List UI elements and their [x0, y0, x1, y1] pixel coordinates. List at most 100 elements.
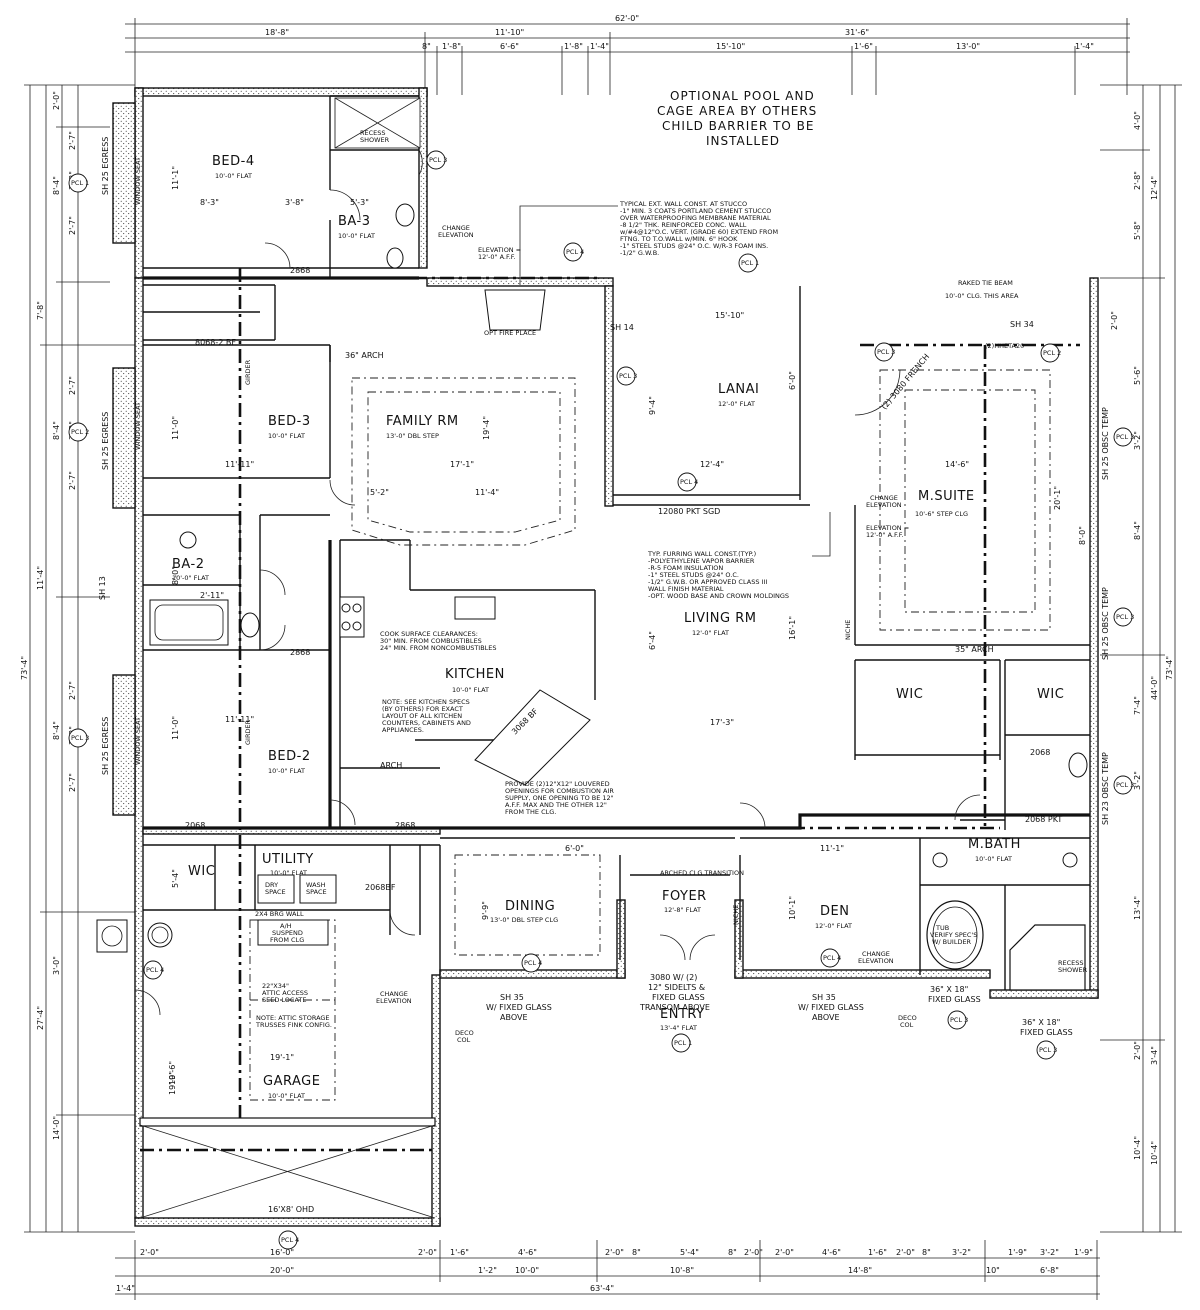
dim-left4-3: 2'-7" [68, 376, 77, 395]
wall-2x4: 2X4 BRG WALL [255, 910, 304, 918]
louver-0: PROVIDE (2)12"X12" LOUVERED [505, 780, 610, 788]
elevation-notes: ELEVATION = 12'-0" A.F.F. CHANGE ELEVATI… [376, 224, 909, 1005]
window-seat-2: WINDOW SEAT [134, 402, 142, 450]
girder-2: GIRDER [244, 719, 252, 745]
dim-bot-9: 2'-0" [744, 1248, 763, 1257]
obsc-2: SH 25 OBSC TEMP [1101, 587, 1110, 660]
furring-2: -R-5 FOAM INSULATION [648, 564, 723, 572]
svg-text:PCL 4: PCL 4 [823, 954, 841, 962]
ah-1: SUSPEND [272, 929, 303, 937]
room-ba3-name: BA-3 [338, 214, 371, 229]
door-swings [134, 149, 981, 1016]
tag-7: PCL 3 [1113, 427, 1134, 447]
svg-text:PCL 1: PCL 1 [674, 1039, 692, 1047]
cook-note: COOK SURFACE CLEARANCES: 30" MIN. FROM C… [380, 630, 497, 652]
dim-bot-18: 1'-9" [1074, 1248, 1093, 1257]
garage-door [139, 1117, 436, 1219]
room-foyer-name: FOYER [662, 889, 707, 904]
entry-door-3: TRANSOM ABOVE [639, 1003, 710, 1012]
fg-right-0: SH 35 [812, 993, 836, 1002]
svg-text:PCL 1: PCL 1 [71, 179, 89, 187]
room-entry-ceiling: 13'-4" FLAT [660, 1024, 697, 1032]
door-code-8: 2868 [395, 821, 415, 830]
bed3-width: 11'-0" [171, 416, 180, 440]
chg-elev-ms-0: CHANGE [870, 494, 898, 502]
shower-b4-1: SHOWER [360, 136, 390, 144]
svg-text:PCL 3: PCL 3 [71, 734, 89, 742]
room-mbath-name: M.BATH [968, 837, 1021, 852]
dim-top-2: 11'-10" [495, 28, 524, 37]
ext-wall-0: TYPICAL EXT. WALL CONST. AT STUCCO [619, 200, 747, 208]
dim-right3-7: 7'-4" [1133, 696, 1142, 715]
fg-left-1: W/ FIXED GLASS [486, 1003, 552, 1012]
arched-clg: ARCHED CLG TRANSITION [660, 869, 744, 877]
bed2-length: 11'-11" [225, 715, 254, 724]
tag-18: PCL 3 [874, 342, 895, 362]
svg-text:PCL 3: PCL 3 [950, 1016, 968, 1024]
room-mbath-ceiling: 10'-0" FLAT [975, 855, 1012, 863]
den-b: 10'-1" [788, 896, 797, 920]
dimension-strings: 62'-0" 18'-8" 11'-10" 31'-6" 8" 1'-8" 6'… [20, 14, 1182, 1300]
svg-text:PCL 4: PCL 4 [524, 959, 542, 967]
elev-top-0: ELEVATION = [478, 246, 521, 254]
door-code-3: 2068BF [365, 883, 396, 892]
tag-2: PCL 2 [68, 422, 89, 442]
obsc-1: SH 25 OBSC TEMP [1101, 407, 1110, 480]
dim-right3-5: 3'-2" [1133, 431, 1142, 450]
ba2-a: 8'-0" [171, 566, 180, 585]
family-d: 11'-4" [475, 488, 499, 497]
chg-elev-ms-1: ELEVATION [866, 501, 902, 509]
elev-ms-1: 12'-0" A.F.F. [866, 531, 904, 539]
tag-5: PCL 1 [738, 253, 759, 273]
entry-door-1: 12" SIDELTS & [648, 983, 705, 992]
bed4-a: 8'-3" [200, 198, 219, 207]
dim-bot-13: 2'-0" [896, 1248, 915, 1257]
dim-top2-8: 1'-4" [1075, 42, 1094, 51]
dim-bot2-3: 10'-8" [670, 1266, 694, 1275]
tag-20: PCL 3 [616, 366, 637, 386]
ext-wall-note: TYPICAL EXT. WALL CONST. AT STUCCO -1" M… [519, 200, 778, 285]
fg-left-2: ABOVE [500, 1013, 528, 1022]
dim-left-overall: 73'-4" [20, 656, 29, 680]
cook-0: COOK SURFACE CLEARANCES: [380, 630, 478, 638]
wic-a: 5'-4" [171, 869, 180, 888]
room-entry-name: ENTRY [660, 1007, 705, 1022]
dim-bot-12: 1'-6" [868, 1248, 887, 1257]
room-bed3-name: BED-3 [268, 414, 311, 429]
dim-right3-2: 5'-8" [1133, 221, 1142, 240]
furring-3: -1" STEEL STUDS @24" O.C. [648, 571, 739, 579]
shower-0: RECESS [1058, 959, 1084, 967]
opt-fire: OPT FIRE PLACE [484, 329, 536, 337]
dim-bot-6: 8" [632, 1248, 641, 1257]
egress-2: SH 25 EGRESS [101, 412, 110, 470]
room-bed3-ceiling: 10'-0" FLAT [268, 432, 305, 440]
dim-left4-5: 2'-7" [68, 471, 77, 490]
dim-bot-11: 4'-6" [822, 1248, 841, 1257]
entry-door-0: 3080 W/ (2) [650, 973, 697, 982]
shower-b4-0: RECESS [360, 129, 386, 137]
louver-3: A.F.F. MAX AND THE OTHER 12" [505, 801, 607, 809]
pool-note: OPTIONAL POOL AND CAGE AREA BY OTHERS CH… [657, 89, 816, 148]
dim-left3-5: 19'-0" [168, 1071, 177, 1095]
dim-bot-1: 16'-0" [270, 1248, 294, 1257]
ba2-b: 2'-11" [200, 591, 224, 600]
shower-1: SHOWER [1058, 966, 1088, 974]
window-seat-1: WINDOW SEAT [134, 157, 142, 205]
entry-door-2: FIXED GLASS [652, 993, 705, 1002]
dim-left4-8: 2'-7" [68, 773, 77, 792]
tag-15: PCL 3 [1036, 1040, 1057, 1060]
louver-note: PROVIDE (2)12"X12" LOUVERED OPENINGS FOR… [505, 780, 614, 816]
furring-1: -POLYETHYLENE VAPOR BARRIER [648, 557, 755, 565]
ext-wall-6: -1" STEEL STUDS @24" O.C. W/R-3 FOAM INS… [620, 242, 768, 250]
pkt-sgd: 12080 PKT SGD [658, 507, 720, 516]
cook-2: 24" MIN. FROM NONCOMBUSTIBLES [380, 644, 497, 652]
dim-right3-1: 2'-8" [1133, 171, 1142, 190]
room-wic-master-2: WIC [1037, 687, 1064, 702]
dim-bot-7: 5'-4" [680, 1248, 699, 1257]
deco-col-l-1: COL [457, 1036, 471, 1044]
svg-text:PCL 3: PCL 3 [877, 348, 895, 356]
dim-bot-8: 8" [728, 1248, 737, 1257]
msuite-b: 20'-1" [1053, 486, 1062, 510]
room-den-ceiling: 12'-0" FLAT [815, 922, 852, 930]
chg-elev-g-0: CHANGE [380, 990, 408, 998]
